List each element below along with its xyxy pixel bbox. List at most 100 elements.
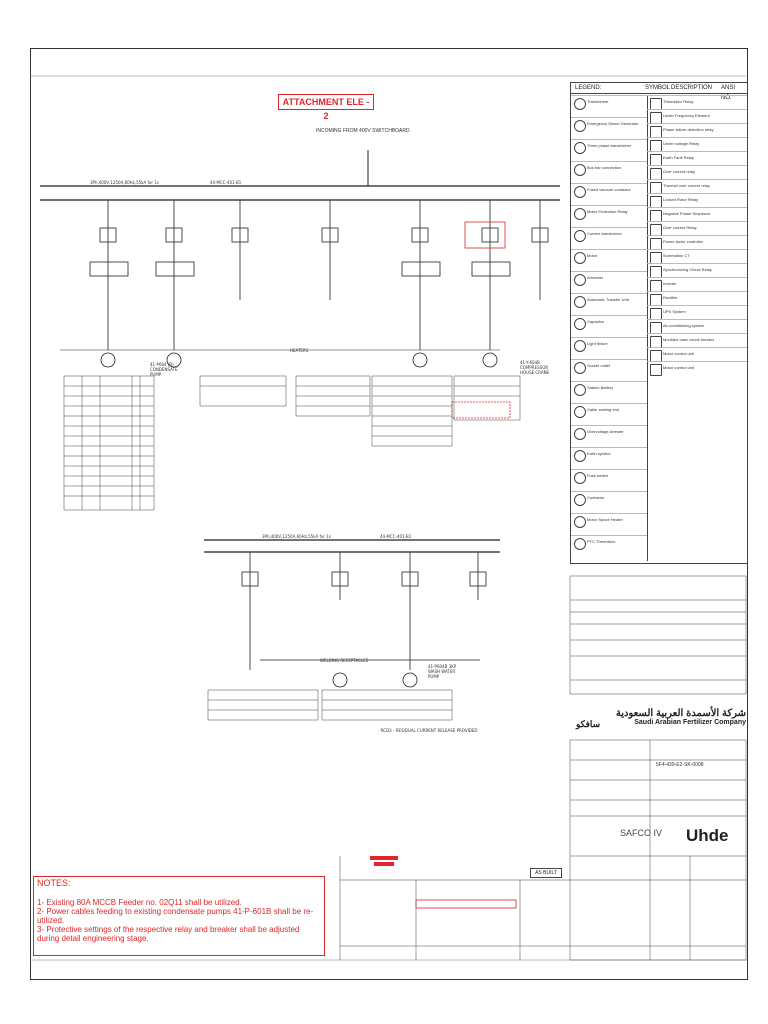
note-item: 2- Power cables feeding to existing cond… (37, 907, 314, 925)
legend-col-ansi: ANSI NO. (721, 85, 736, 101)
legend-item-label: Thermal over current relay (663, 183, 710, 188)
legend-item-label: Motor control unit (663, 365, 694, 370)
legend-row: Contactor (571, 491, 647, 514)
legend-symbol-icon (650, 364, 662, 376)
legend-item-label: Socket outlet (587, 363, 611, 368)
note-item: 3- Protective settings of the respective… (37, 925, 300, 943)
legend-symbol-icon (574, 208, 586, 220)
legend-panel: LEGEND: SYMBOL DESCRIPTION ANSI NO. Tran… (570, 82, 748, 564)
legend-item-label: Current transformer (587, 231, 622, 236)
legend-item-label: Negative Phase Sequence (663, 211, 711, 216)
legend-row: Earth Fault Relay (647, 151, 747, 166)
legend-row: Under Frequency Element (647, 109, 747, 124)
legend-row: Over current relay (647, 165, 747, 180)
legend-symbol-icon (574, 516, 586, 528)
legend-row: Station Battery (571, 381, 647, 404)
legend-item-label: Thermistor Relay (663, 99, 694, 104)
plant-name: SAFCO IV (620, 828, 663, 838)
bus2-tag: 44-MCC-401-B1 (380, 534, 412, 539)
company-arabic-name: شركة الأسمدة العربية السعودية (615, 708, 746, 719)
legend-item-label: Synchronizing Check Relay (663, 267, 712, 272)
bus2-rating: 3Ph,400V,1250A,60Hz,55kA for 1s (262, 534, 331, 539)
legend-row: Cable sealing end (571, 403, 647, 426)
legend-item-label: Over current Relay (663, 225, 697, 230)
legend-title: LEGEND: (575, 85, 602, 91)
legend-symbol-icon (574, 296, 586, 308)
legend-item-label: Summation CT (663, 253, 690, 258)
legend-item-label: Earth Fault Relay (663, 155, 694, 160)
legend-symbol-icon (574, 494, 586, 506)
legend-symbol-icon (574, 538, 586, 550)
legend-row: Thermal over current relay (647, 179, 747, 194)
release-label: - RCD3 - RESIDUAL CURRENT RELEASE PROVID… (378, 728, 478, 733)
legend-row: Rectifier (647, 291, 747, 306)
legend-item-label: Station Battery (587, 385, 614, 390)
legend-item-label: Moulded case circuit breaker (663, 337, 715, 342)
legend-symbol-icon (574, 164, 586, 176)
legend-item-label: Three phase transformer (587, 143, 632, 148)
pump3-label: 41-P604B 3KP WASH WATER PUMP (428, 664, 457, 679)
legend-row: Summation CT (647, 249, 747, 264)
legend-item-label: Phase failure detection relay (663, 127, 714, 132)
legend-row: PTC Thermistor (571, 535, 647, 558)
legend-row: Overvoltage Arrester (571, 425, 647, 448)
legend-item-label: Fuse switch (587, 473, 609, 478)
legend-row: Negative Phase Sequence (647, 207, 747, 222)
legend-row: Current transformer (571, 227, 647, 250)
legend-symbol-icon (574, 340, 586, 352)
legend-item-label: Rectifier (663, 295, 678, 300)
heaters-label: HEATERS (290, 348, 309, 353)
legend-item-label: Earth symbol (587, 451, 611, 456)
legend-row: Capacitor (571, 315, 647, 338)
legend-item-label: Overvoltage Arrester (587, 429, 624, 434)
notes-title: NOTES: (37, 878, 71, 888)
legend-symbol-icon (574, 406, 586, 418)
legend-item-label: Locked Rotor Relay (663, 197, 699, 202)
legend-item-label: Motor control unit (663, 351, 694, 356)
legend-item-label: Power factor controller (663, 239, 704, 244)
safco-logo-text: سافكو (576, 719, 601, 729)
note-item: 1- Existing 80A MCCB Feeder no. 02Q11 sh… (37, 898, 242, 907)
legend-row: Locked Rotor Relay (647, 193, 747, 208)
legend-row: Emergency Diesel Generator (571, 117, 647, 140)
contractor-logo: Uhde (686, 826, 729, 845)
legend-symbol-icon (574, 472, 586, 484)
legend-row: Ammeter (571, 271, 647, 294)
bus1-rating: 3Ph,400V,1250A,60Hz,55kA for 1s (90, 180, 159, 185)
busbar-1 (40, 185, 560, 201)
legend-symbol-icon (574, 362, 586, 374)
company-block: شركة الأسمدة العربية السعودية سافكو Saud… (576, 708, 746, 738)
legend-row: Three phase transformer (571, 139, 647, 162)
feeders-bus1 (89, 200, 549, 368)
legend-item-label: Transformer (587, 99, 609, 104)
bus1-tag: 44-MCC-401-B1 (210, 180, 242, 185)
safco-logo-mark (370, 856, 398, 866)
legend-row: Air-conditioning system (647, 319, 747, 334)
legend-row: Inverter (647, 277, 747, 292)
legend-col-symbol: SYMBOL (645, 85, 671, 91)
legend-item-label: Under voltage Relay (663, 141, 700, 146)
legend-symbol-icon (574, 384, 586, 396)
legend-symbol-icon (574, 120, 586, 132)
legend-symbol-icon (574, 230, 586, 242)
legend-symbol-icon (574, 98, 586, 110)
legend-row: Power factor controller (647, 235, 747, 250)
legend-item-label: Capacitor (587, 319, 605, 324)
legend-item-label: Ammeter (587, 275, 604, 280)
legend-row: Fused vacuum contactor (571, 183, 647, 206)
incoming-label: INCOMING FROM 400V SWITCHBOARD (316, 128, 410, 134)
legend-row: Motor (571, 249, 647, 272)
legend-item-label: PTC Thermistor (587, 539, 616, 544)
legend-item-label: Inverter (663, 281, 677, 286)
legend-item-label: Contactor (587, 495, 605, 500)
legend-item-label: Bus bar connection (587, 165, 622, 170)
company-english-name: Saudi Arabian Fertilizer Company (634, 719, 746, 726)
legend-row: Under voltage Relay (647, 137, 747, 152)
legend-row: Phase failure detection relay (647, 123, 747, 138)
legend-item-label: Motor (587, 253, 598, 258)
legend-item-label: Emergency Diesel Generator (587, 121, 639, 126)
pump2-label: 41-Y-604B COMPRESSOR HOUSE CRANE (520, 360, 550, 375)
legend-row: Motor control unit (647, 347, 747, 362)
as-built-stamp: AS BUILT (530, 868, 562, 878)
